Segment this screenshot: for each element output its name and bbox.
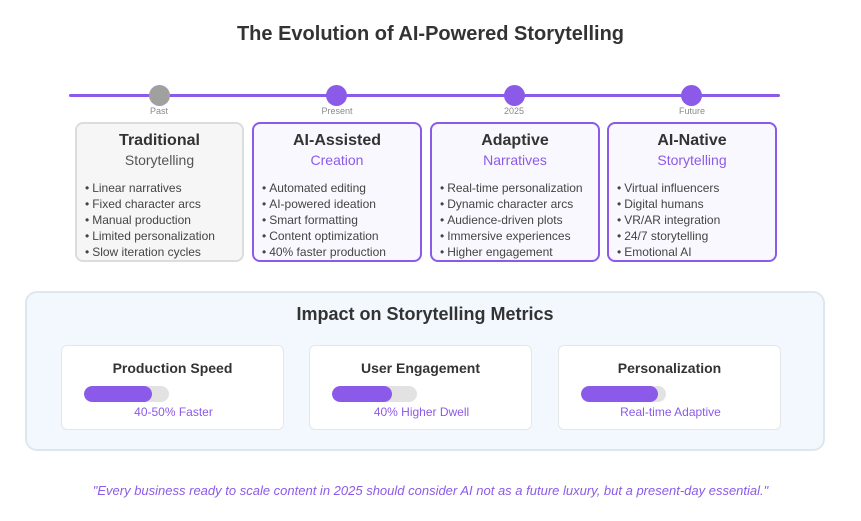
bullet-icon: • [85, 245, 90, 259]
progress-bar-track [581, 386, 666, 402]
progress-bar-fill [332, 386, 392, 402]
era-subtitle: Creation [310, 152, 364, 168]
bullet-icon: • [440, 229, 445, 243]
era-feature: •40% faster production [262, 245, 386, 259]
metric-caption: 40-50% Faster [134, 405, 213, 419]
timeline-label-2025: 2025 [503, 106, 525, 116]
bullet-icon: • [85, 229, 90, 243]
era-feature: •Higher engagement [440, 245, 553, 259]
bullet-icon: • [262, 181, 267, 195]
metric-user-engagement: User Engagement 40% Higher Dwell [309, 345, 532, 430]
bullet-icon: • [617, 181, 622, 195]
era-feature: •Limited personalization [85, 229, 215, 243]
bullet-icon: • [85, 213, 90, 227]
bullet-icon: • [85, 181, 90, 195]
era-title: AI-Assisted [292, 132, 382, 149]
bullet-icon: • [617, 229, 622, 243]
timeline-node-past [149, 85, 170, 106]
bullet-icon: • [440, 213, 445, 227]
timeline-label-future: Future [678, 106, 705, 116]
progress-bar-fill [84, 386, 152, 402]
era-feature: •Dynamic character arcs [440, 197, 574, 211]
bullet-icon: • [262, 245, 267, 259]
timeline-label-present: Present [321, 106, 353, 116]
metric-personalization: Personalization Real-time Adaptive [558, 345, 781, 430]
era-card-ai-native: AI-Native Storytelling •Virtual influenc… [607, 122, 777, 262]
era-subtitle: Storytelling [657, 152, 727, 168]
metrics-panel: Impact on Storytelling Metrics Productio… [25, 291, 825, 451]
era-feature-list: •Automated editing •AI-powered ideation … [254, 180, 420, 260]
era-feature: •Linear narratives [85, 181, 182, 195]
metric-title: Production Speed [112, 360, 233, 376]
metric-production-speed: Production Speed 40-50% Faster [61, 345, 284, 430]
progress-bar-track [84, 386, 169, 402]
era-feature-list: •Real-time personalization •Dynamic char… [432, 180, 598, 260]
era-feature: •Virtual influencers [617, 181, 720, 195]
era-feature-list: •Linear narratives •Fixed character arcs… [77, 180, 242, 260]
era-title: Traditional [119, 132, 200, 149]
era-feature: •Smart formatting [262, 213, 358, 227]
era-feature: •VR/AR integration [617, 213, 721, 227]
metrics-title: Impact on Storytelling Metrics [296, 304, 554, 324]
era-feature: •Content optimization [262, 229, 379, 243]
timeline-label-past: Past [149, 106, 168, 116]
bullet-icon: • [617, 197, 622, 211]
page-title: The Evolution of AI-Powered Storytelling [236, 23, 625, 45]
progress-bar-fill [581, 386, 658, 402]
timeline-node-present [326, 85, 347, 106]
era-card-adaptive: Adaptive Narratives •Real-time personali… [430, 122, 600, 262]
bullet-icon: • [440, 181, 445, 195]
era-feature: •Digital humans [617, 197, 704, 211]
timeline-line [69, 94, 780, 97]
era-subtitle: Storytelling [124, 152, 195, 168]
closing-quote: "Every business ready to scale content i… [92, 483, 769, 498]
era-feature: •Slow iteration cycles [85, 245, 201, 259]
era-feature: •Emotional AI [617, 245, 692, 259]
era-subtitle: Narratives [483, 152, 547, 168]
era-feature: •Real-time personalization [440, 181, 583, 195]
era-feature: •Immersive experiences [440, 229, 571, 243]
metric-title: User Engagement [360, 360, 481, 376]
metric-caption: Real-time Adaptive [620, 405, 721, 419]
era-feature-list: •Virtual influencers •Digital humans •VR… [609, 180, 775, 260]
era-feature: •24/7 storytelling [617, 229, 709, 243]
era-feature: •Manual production [85, 213, 191, 227]
era-feature: •AI-powered ideation [262, 197, 376, 211]
era-feature: •Fixed character arcs [85, 197, 201, 211]
era-title: AI-Native [657, 132, 727, 149]
progress-bar-track [332, 386, 417, 402]
metric-title: Personalization [617, 360, 722, 376]
bullet-icon: • [262, 197, 267, 211]
timeline-node-2025 [504, 85, 525, 106]
metric-caption: 40% Higher Dwell [373, 405, 470, 419]
bullet-icon: • [617, 245, 622, 259]
bullet-icon: • [85, 197, 90, 211]
bullet-icon: • [617, 213, 622, 227]
era-feature: •Automated editing [262, 181, 366, 195]
bullet-icon: • [440, 245, 445, 259]
timeline-node-future [681, 85, 702, 106]
era-card-traditional: Traditional Storytelling •Linear narrati… [75, 122, 244, 262]
era-card-ai-assisted: AI-Assisted Creation •Automated editing … [252, 122, 422, 262]
bullet-icon: • [440, 197, 445, 211]
era-feature: •Audience-driven plots [440, 213, 563, 227]
bullet-icon: • [262, 229, 267, 243]
bullet-icon: • [262, 213, 267, 227]
era-title: Adaptive [481, 132, 549, 149]
